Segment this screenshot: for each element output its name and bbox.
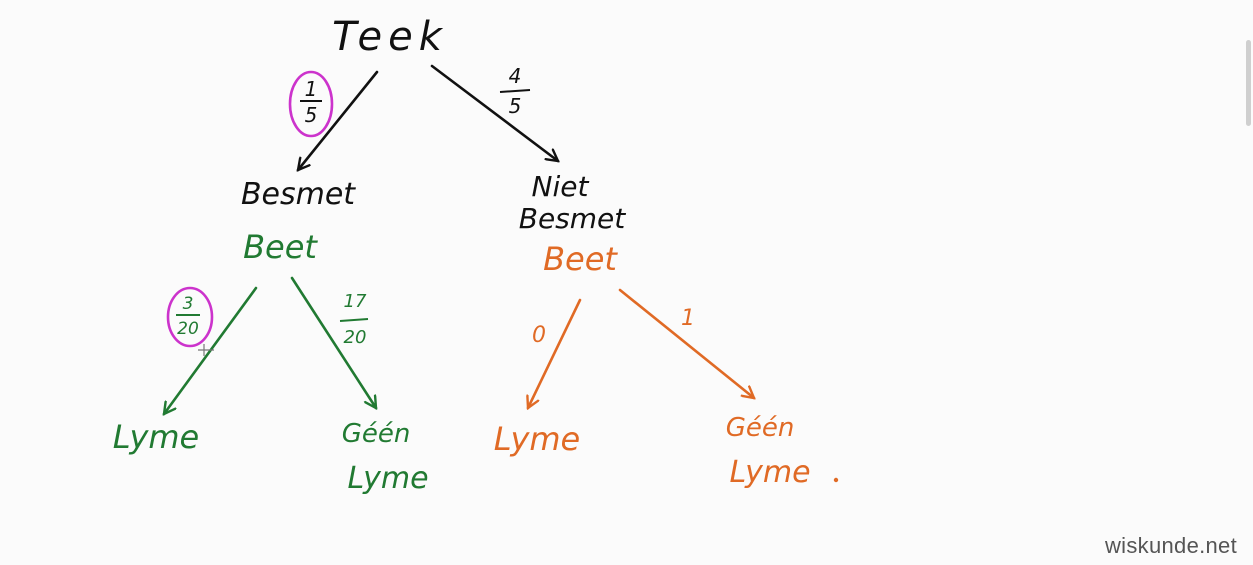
vertical-scrollbar[interactable] xyxy=(1246,40,1251,126)
node-niet-besmet-line1: Niet xyxy=(532,170,590,203)
prob-green-left-numerator: 3 xyxy=(183,294,194,314)
arrow-green-to-lyme xyxy=(164,286,258,414)
prob-right-numerator: 4 xyxy=(509,64,522,88)
node-left-beet-label: Beet xyxy=(243,228,318,266)
leaf-green-geen-line2: Lyme xyxy=(347,461,428,496)
leaf-orange-geen-line2: Lyme xyxy=(729,455,810,490)
prob-green-right-fraction-bar xyxy=(339,318,369,322)
cursor-crosshair-icon xyxy=(198,344,214,356)
leaf-orange-geen-line1: Géén xyxy=(726,413,795,443)
watermark-text: wiskunde.net xyxy=(1104,533,1237,558)
node-besmet-label: Besmet xyxy=(241,177,356,212)
leaf-green-lyme: Lyme xyxy=(113,418,199,456)
prob-left-numerator: 1 xyxy=(305,77,318,101)
highlight-circle-green-prob xyxy=(166,286,214,348)
node-right-beet-label: Beet xyxy=(543,240,618,278)
leaf-orange-lyme: Lyme xyxy=(494,420,580,458)
prob-green-right-numerator: 17 xyxy=(344,291,367,312)
root-node-label: Teek xyxy=(332,14,448,60)
arrow-orange-to-geen-lyme xyxy=(618,288,754,398)
prob-right-fraction-bar xyxy=(499,89,531,93)
arrow-root-to-niet-besmet xyxy=(430,64,558,161)
prob-green-left-denominator: 20 xyxy=(177,319,199,339)
prob-orange-right: 1 xyxy=(681,306,695,331)
prob-left-denominator: 5 xyxy=(305,103,318,127)
prob-right-denominator: 5 xyxy=(509,94,522,118)
prob-orange-left: 0 xyxy=(532,323,546,348)
arrow-root-to-besmet xyxy=(298,70,379,170)
node-niet-besmet-line2: Besmet xyxy=(519,202,627,235)
arrow-orange-to-lyme xyxy=(528,298,582,408)
prob-green-right-denominator: 20 xyxy=(344,327,367,348)
leaf-green-geen-line1: Géén xyxy=(342,419,411,449)
highlight-circle-left-prob xyxy=(288,70,334,138)
orange-period-dot xyxy=(833,477,839,483)
arrow-green-to-geen-lyme xyxy=(290,276,376,408)
